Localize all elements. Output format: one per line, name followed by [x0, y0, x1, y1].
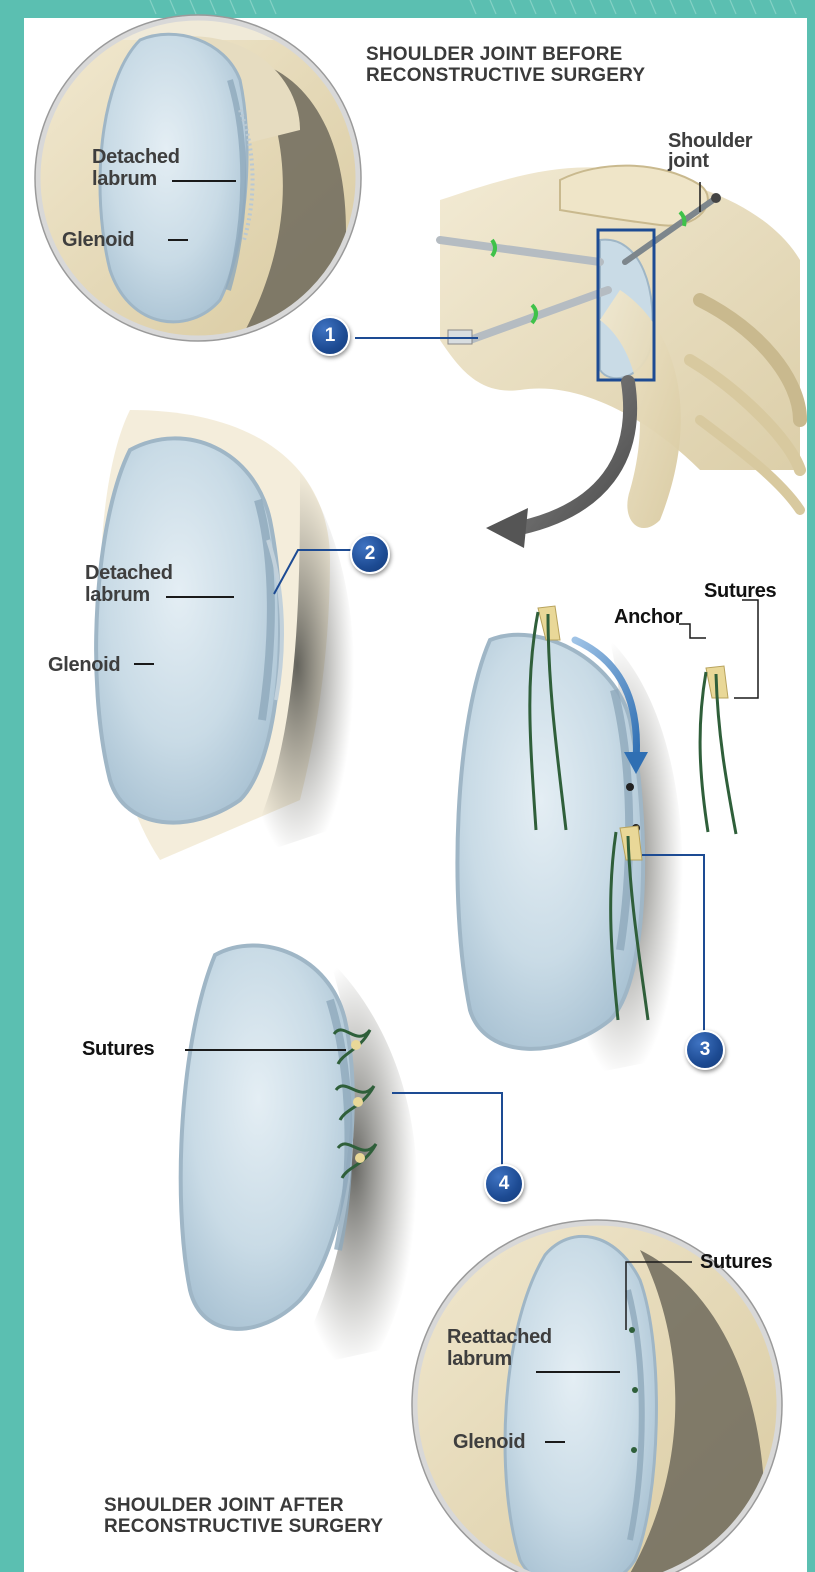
label-shoulder-joint-line-1: Shoulder: [668, 130, 752, 152]
label-anchor: Anchor: [614, 606, 682, 628]
title-before-surgery: SHOULDER JOINT BEFORE RECONSTRUCTIVE SUR…: [366, 44, 645, 86]
label-glenoid-1: Glenoid: [62, 229, 134, 251]
label-sutures-after: Sutures: [700, 1251, 772, 1273]
title-before-line-2: RECONSTRUCTIVE SURGERY: [366, 65, 645, 86]
label-shoulder-joint: Shoulder joint: [668, 130, 752, 172]
step-4-glenoid: [181, 945, 417, 1370]
step-4-badge: 4: [484, 1164, 524, 1204]
label-reattached-labrum: Reattached labrum: [447, 1326, 552, 1370]
step-3-badge: 3: [685, 1030, 725, 1070]
title-before-line-1: SHOULDER JOINT BEFORE: [366, 44, 645, 65]
label-detached-labrum-1-line-2: labrum: [92, 168, 180, 190]
label-reattached-labrum-line-1: Reattached: [447, 1326, 552, 1348]
leader-sutures-3: [734, 600, 758, 698]
label-detached-labrum-1: Detached labrum: [92, 146, 180, 190]
leader-anchor: [679, 624, 706, 638]
title-after-line-1: SHOULDER JOINT AFTER: [104, 1495, 383, 1516]
label-detached-labrum-2: Detached labrum: [85, 562, 173, 606]
label-reattached-labrum-line-2: labrum: [447, 1348, 552, 1370]
label-sutures-3: Sutures: [704, 580, 776, 602]
step-1-badge: 1: [310, 316, 350, 356]
label-glenoid-after: Glenoid: [453, 1431, 525, 1453]
step-2-glenoid: [96, 410, 354, 860]
label-glenoid-2: Glenoid: [48, 654, 120, 676]
top-hatching: [150, 0, 796, 14]
label-detached-labrum-2-line-2: labrum: [85, 584, 173, 606]
label-detached-labrum-2-line-1: Detached: [85, 562, 173, 584]
step-3-glenoid: [457, 606, 736, 1080]
title-after-line-2: RECONSTRUCTIVE SURGERY: [104, 1516, 383, 1537]
label-shoulder-joint-line-2: joint: [668, 150, 752, 172]
label-detached-labrum-1-line-1: Detached: [92, 146, 180, 168]
before-closeup-circle: [35, 15, 361, 341]
label-sutures-4: Sutures: [82, 1038, 154, 1060]
step-2-badge: 2: [350, 534, 390, 574]
shoulder-overview: [440, 166, 800, 548]
title-after-surgery: SHOULDER JOINT AFTER RECONSTRUCTIVE SURG…: [104, 1495, 383, 1537]
